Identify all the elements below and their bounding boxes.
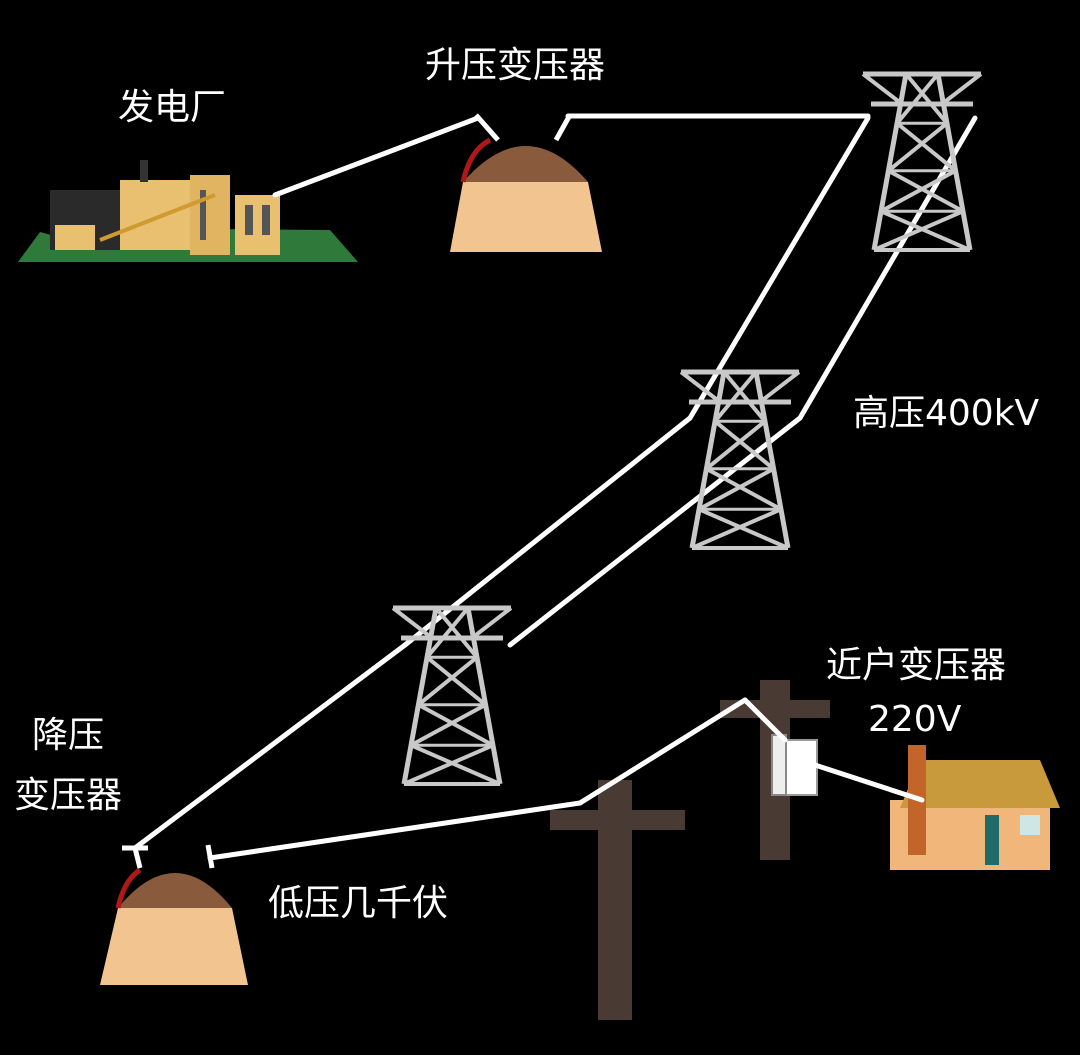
tower2-to-tower3-line-b bbox=[507, 415, 803, 648]
transmission-tower-2-icon bbox=[679, 369, 801, 550]
power-plant-icon bbox=[18, 160, 358, 262]
house-voltage-label: 220V bbox=[868, 699, 962, 740]
step-up-transformer-label: 升压变压器 bbox=[425, 45, 606, 86]
step-down-label-line1: 降压 bbox=[32, 715, 105, 756]
tower2-to-tower3-line-a bbox=[402, 415, 693, 648]
near-house-transformer-label: 近户变压器 bbox=[826, 645, 1007, 686]
house-icon bbox=[890, 745, 1060, 870]
near-transformer-feed-line bbox=[742, 697, 788, 743]
step-down-label-line2: 变压器 bbox=[14, 775, 123, 816]
high-voltage-label: 高压400kV bbox=[853, 393, 1040, 434]
tower3-to-stepdown-line bbox=[132, 642, 408, 851]
utility-pole-icon bbox=[550, 780, 685, 1020]
low-voltage-label: 低压几千伏 bbox=[268, 883, 449, 924]
transmission-lines bbox=[132, 113, 978, 861]
near-transformer-to-house-line bbox=[812, 762, 925, 803]
transmission-tower-3-icon bbox=[391, 605, 513, 786]
step-up-transformer-icon bbox=[450, 113, 602, 252]
transmission-tower-1-icon bbox=[861, 71, 983, 252]
stepdown-to-pole-line bbox=[207, 800, 583, 861]
transmission-towers bbox=[391, 71, 983, 786]
pole-to-near-transformer-line bbox=[577, 697, 748, 806]
plant-to-transformer-line bbox=[272, 115, 481, 198]
tower1-to-tower2-line-b bbox=[797, 115, 978, 421]
step-down-transformer-icon bbox=[100, 844, 248, 985]
tower1-to-tower2-line-a bbox=[687, 115, 871, 421]
power-plant-label: 发电厂 bbox=[118, 87, 227, 128]
